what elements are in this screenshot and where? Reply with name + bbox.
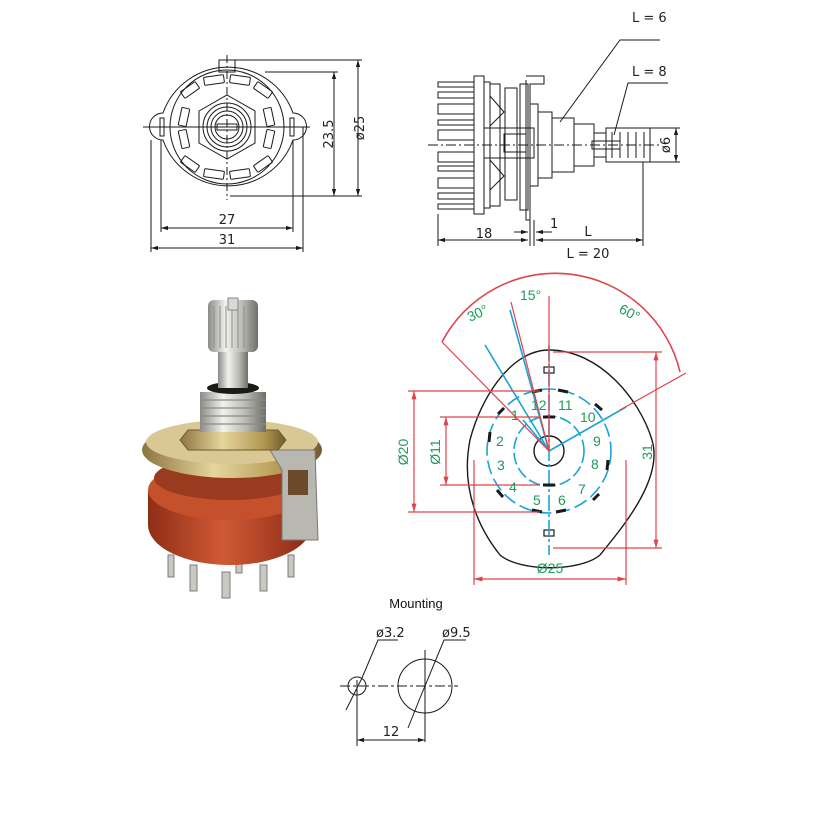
dim-width-outer: 31 bbox=[219, 233, 236, 248]
pin-6: 6 bbox=[558, 492, 566, 508]
product-photo bbox=[142, 297, 322, 599]
slot-ring bbox=[177, 74, 276, 180]
pin-labels: 1 2 3 4 5 6 7 8 9 10 11 12 bbox=[496, 397, 601, 508]
mounting-view bbox=[340, 639, 466, 746]
dim-diameter: ø25 bbox=[353, 116, 368, 141]
pin-2: 2 bbox=[496, 433, 504, 449]
side-view bbox=[428, 39, 680, 246]
pin-10: 10 bbox=[580, 409, 596, 425]
dim-ring-inner: Ø11 bbox=[427, 439, 443, 465]
pin-12: 12 bbox=[531, 397, 547, 413]
dim-panel-thickness: 1 bbox=[550, 217, 558, 232]
dim-hole-spacing: 12 bbox=[383, 725, 400, 740]
pin-9: 9 bbox=[593, 433, 601, 449]
dim-small-hole: ø3.2 bbox=[376, 626, 405, 641]
pin-1: 1 bbox=[511, 407, 519, 423]
dim-body-depth: 18 bbox=[476, 227, 493, 242]
dim-layout-height: 31 bbox=[639, 444, 655, 460]
angle-30: 30° bbox=[465, 301, 491, 324]
dim-shaft-length: L = 20 bbox=[567, 247, 610, 262]
dim-shaft-diameter: ø6 bbox=[659, 137, 674, 153]
callout-shaft-length: L = 8 bbox=[632, 65, 667, 80]
pin-3: 3 bbox=[497, 457, 505, 473]
dim-ring-outer: Ø20 bbox=[395, 439, 411, 466]
pin-layout-view bbox=[408, 272, 687, 585]
pin-11: 11 bbox=[558, 397, 573, 413]
pin-8: 8 bbox=[591, 456, 599, 472]
callout-nut-length: L = 6 bbox=[632, 11, 667, 26]
dim-shaft-var: L bbox=[584, 225, 592, 240]
dim-width-inner: 27 bbox=[219, 213, 236, 228]
pin-4: 4 bbox=[509, 479, 517, 495]
pin-7: 7 bbox=[578, 481, 586, 497]
dim-large-hole: ø9.5 bbox=[442, 626, 471, 641]
front-view bbox=[143, 55, 362, 252]
angle-15: 15° bbox=[520, 287, 541, 303]
dim-height-inner: 23.5 bbox=[322, 120, 337, 149]
mounting-title: Mounting bbox=[389, 596, 442, 611]
pin-5: 5 bbox=[533, 492, 541, 508]
dim-layout-diameter: Ø25 bbox=[537, 560, 564, 576]
